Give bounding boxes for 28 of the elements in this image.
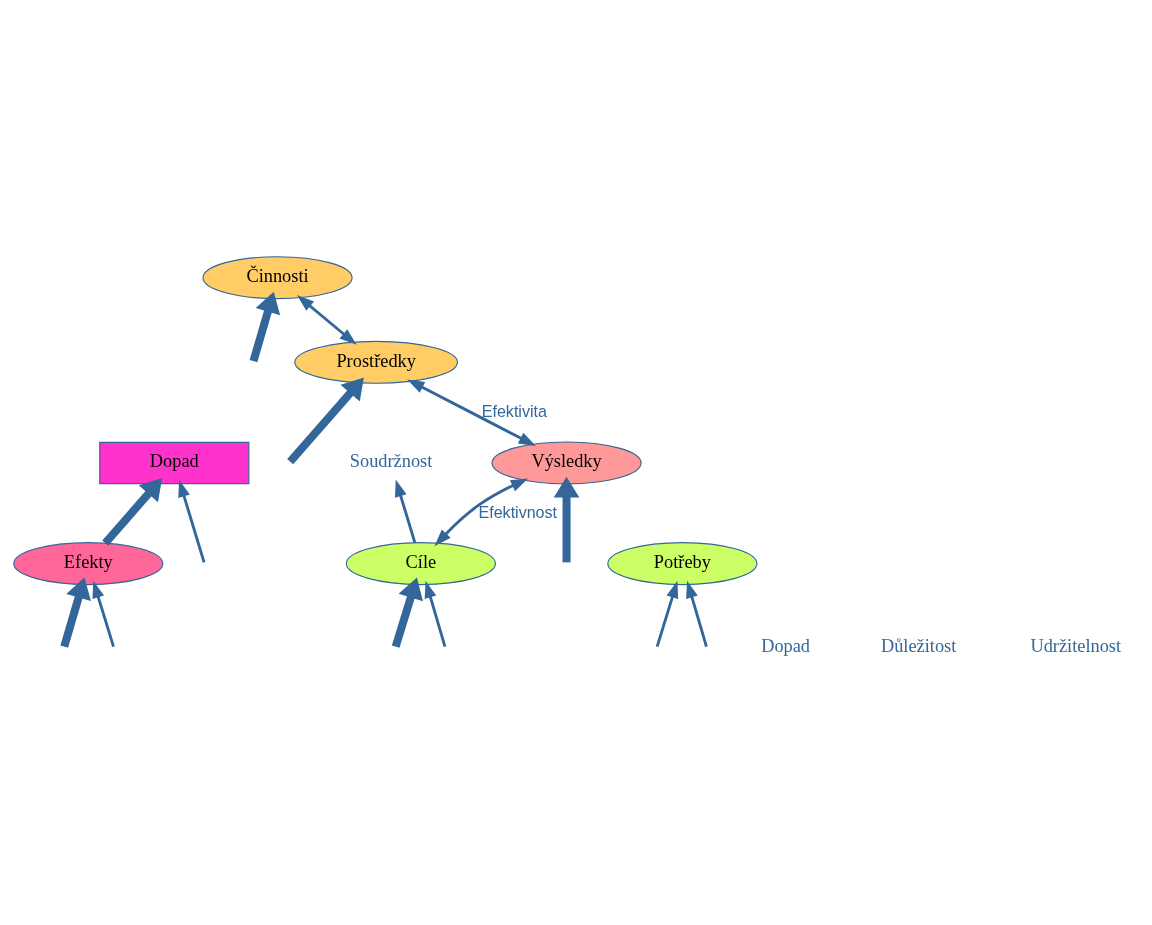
arrow bbox=[391, 577, 423, 648]
node-ellipse: Výsledky bbox=[491, 441, 642, 485]
arrow bbox=[394, 479, 417, 543]
edge-label: Efektivnost bbox=[478, 502, 558, 521]
node-ellipse: Efekty bbox=[13, 542, 164, 586]
node-ellipse: Činnosti bbox=[202, 256, 353, 300]
arrow bbox=[249, 291, 281, 363]
arrow bbox=[407, 379, 536, 446]
arrow bbox=[655, 580, 679, 647]
node-ellipse: Prostředky bbox=[294, 340, 459, 384]
arrow bbox=[60, 577, 91, 648]
arrow bbox=[178, 479, 206, 563]
arrow bbox=[296, 295, 357, 345]
label: Dopad bbox=[761, 636, 811, 657]
arrow bbox=[553, 476, 580, 563]
label: Udržitelnost bbox=[1030, 636, 1122, 657]
arrow bbox=[686, 580, 708, 647]
node-text: Soudržnost bbox=[349, 451, 433, 472]
arrow bbox=[287, 377, 364, 465]
label: Důležitost bbox=[880, 636, 957, 657]
arrow bbox=[102, 478, 163, 546]
node-ellipse: Potřeby bbox=[607, 542, 758, 586]
arrow bbox=[92, 580, 115, 647]
node-ellipse: Cíle bbox=[345, 542, 496, 586]
arrow bbox=[424, 580, 447, 647]
edge-label: Efektivita bbox=[481, 401, 547, 420]
arrow bbox=[434, 478, 529, 547]
node-box: Dopad bbox=[99, 441, 250, 485]
